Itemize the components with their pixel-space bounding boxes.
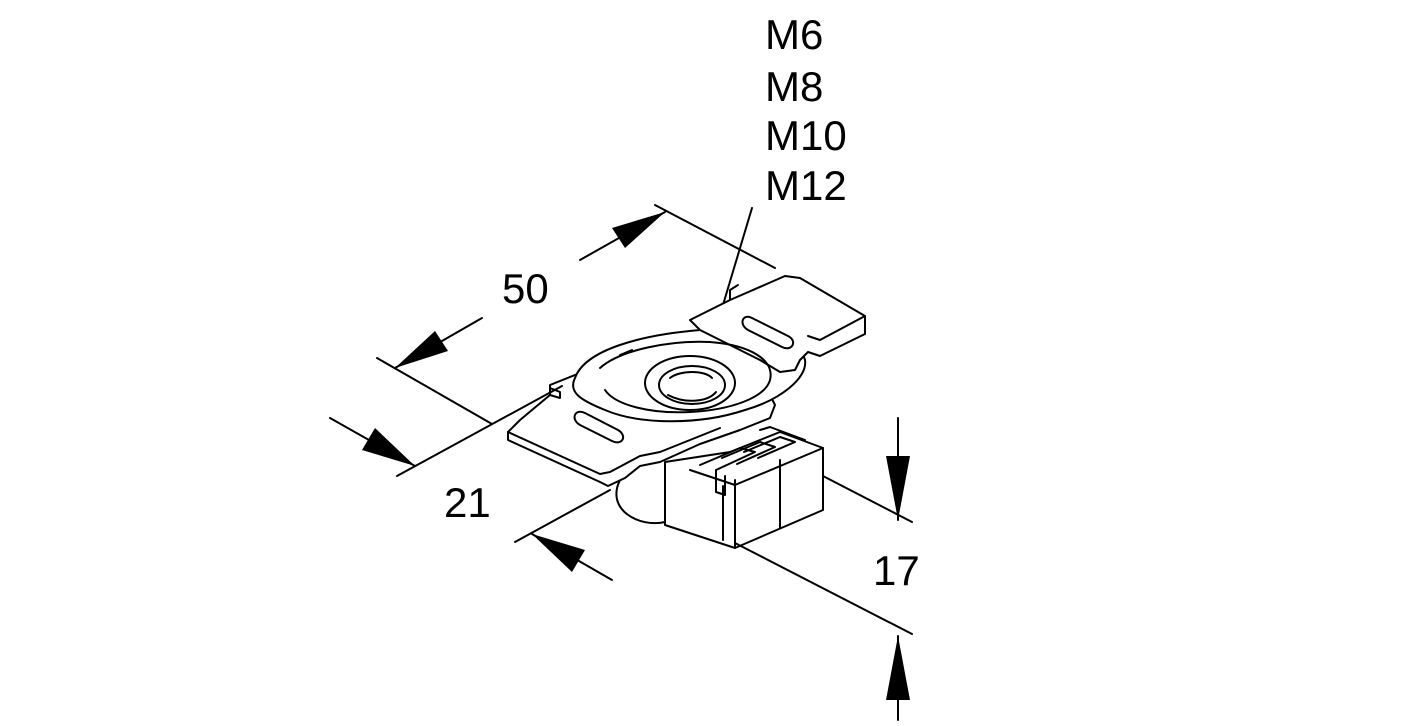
arrow-height-top — [886, 456, 910, 520]
dimension-length — [376, 204, 776, 425]
dimension-height — [734, 417, 913, 721]
thread-size-m10: M10 — [765, 112, 847, 159]
arrow-length-left — [395, 331, 448, 368]
arrow-length-right — [612, 212, 665, 248]
arrow-width-bottom — [532, 534, 585, 572]
dimension-width-label: 21 — [444, 479, 491, 526]
dimension-length-label: 50 — [502, 265, 549, 312]
thread-size-m12: M12 — [765, 162, 847, 209]
dimension-width — [329, 385, 613, 581]
arrow-height-bottom — [886, 636, 910, 700]
top-plate — [507, 275, 866, 487]
channel-block — [615, 426, 824, 549]
dimension-height-label: 17 — [873, 547, 920, 594]
thread-size-m8: M8 — [765, 63, 824, 110]
thread-size-m6: M6 — [765, 11, 824, 58]
arrow-width-top — [362, 428, 415, 466]
